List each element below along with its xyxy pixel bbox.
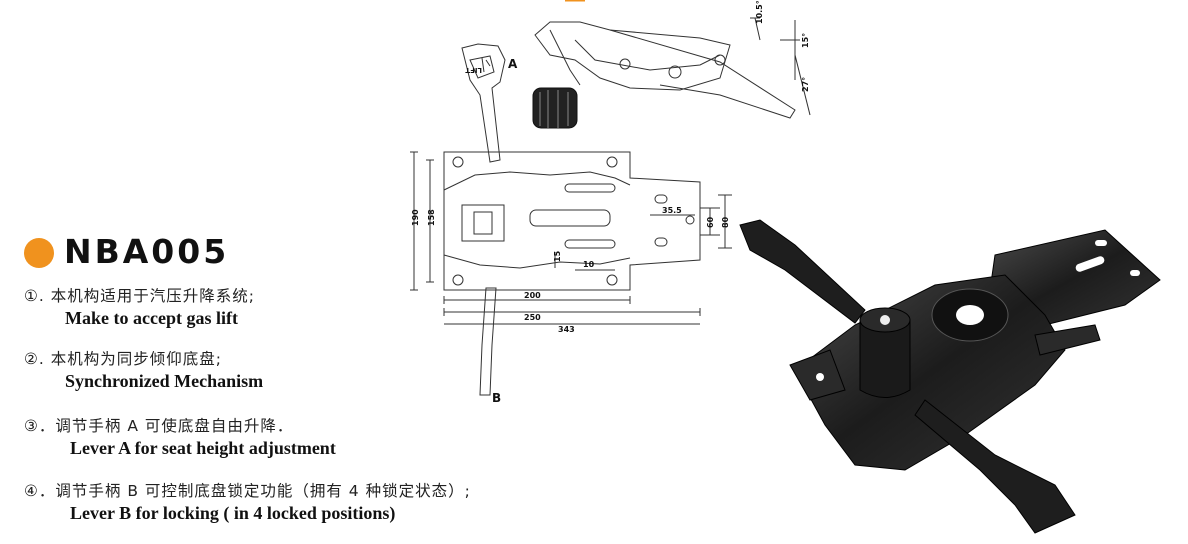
feature-3-en: Lever A for seat height adjustment xyxy=(70,438,336,458)
technical-drawing: A B LIFT 190 158 15 10 35.5 60 80 200 25… xyxy=(410,0,811,405)
dim-158: 158 xyxy=(427,209,436,226)
feature-item-2: ②. 本机构为同步倾仰底盘; Synchronized Mechanism xyxy=(24,348,263,392)
dim-343: 343 xyxy=(558,325,575,334)
feature-item-1: ①. 本机构适用于汽压升降系统; Make to accept gas lift xyxy=(24,285,255,329)
dim-80: 80 xyxy=(721,216,730,228)
dim-15: 15 xyxy=(553,250,562,262)
lever-b-label: B xyxy=(492,391,501,405)
plan-view-plate xyxy=(410,151,732,396)
lever-a-label: A xyxy=(508,57,518,71)
feature-2-cn: ②. 本机构为同步倾仰底盘; xyxy=(24,350,222,368)
orange-bullet-dot xyxy=(24,238,54,268)
feature-1-cn: ①. 本机构适用于汽压升降系统; xyxy=(24,287,255,305)
dim-250: 250 xyxy=(524,313,541,322)
lever-a-drawing xyxy=(461,43,506,163)
dim-10: 10 xyxy=(583,260,595,269)
lever-b-drawing xyxy=(479,287,497,396)
product-render xyxy=(739,219,1161,534)
dim-60: 60 xyxy=(706,216,715,228)
feature-2-en: Synchronized Mechanism xyxy=(65,371,264,391)
model-title: NBA005 xyxy=(64,232,230,271)
feature-4-cn: ④．调节手柄 B 可控制底盘锁定功能（拥有 4 种锁定状态）; xyxy=(24,482,471,500)
feature-3-cn: ③．调节手柄 A 可使底盘自由升降． xyxy=(24,417,294,435)
dim-190: 190 xyxy=(411,209,420,226)
angle-15: 15° xyxy=(801,33,810,48)
feature-1-en: Make to accept gas lift xyxy=(65,308,238,328)
feature-item-3: ③．调节手柄 A 可使底盘自由升降． Lever A for seat heig… xyxy=(24,415,336,459)
dim-200: 200 xyxy=(524,291,541,300)
angle-10-5: 10.5° xyxy=(755,0,764,24)
dim-35-5: 35.5 xyxy=(662,206,682,215)
feature-4-en: Lever B for locking ( in 4 locked positi… xyxy=(70,503,396,523)
feature-item-4: ④．调节手柄 B 可控制底盘锁定功能（拥有 4 种锁定状态）; Lever B … xyxy=(24,480,471,524)
lift-text: LIFT xyxy=(465,66,482,74)
side-view-mechanism xyxy=(532,0,811,129)
angle-27: 27° xyxy=(801,77,810,92)
